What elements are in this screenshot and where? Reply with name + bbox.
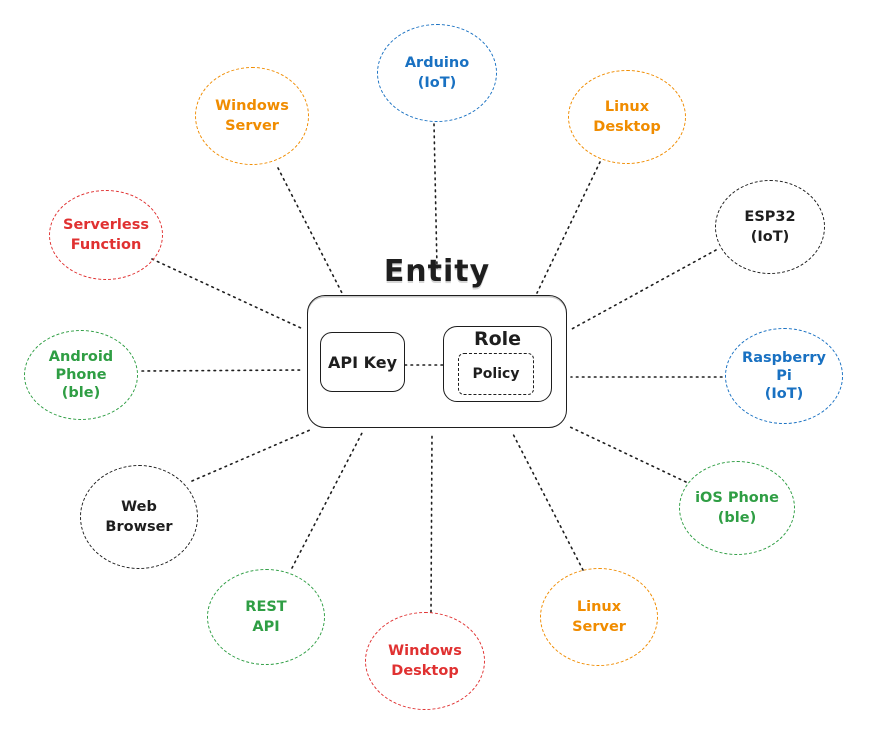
node-raspberry-pi-iot: Raspberry Pi (IoT) (725, 328, 843, 424)
connector-windows-desktop (430, 433, 433, 613)
entity-box (307, 295, 567, 428)
connector-ios-phone (569, 426, 687, 483)
connector-linux-desktop (536, 161, 601, 294)
connector-android-phone (141, 369, 304, 372)
connector-web-browser (191, 429, 311, 482)
connector-serverless-function (151, 258, 304, 330)
entity-title: Entity (383, 254, 491, 289)
node-linux-desktop: Linux Desktop (568, 70, 686, 164)
node-ios-phone-ble: iOS Phone (ble) (679, 461, 795, 555)
connector-rest-api (291, 432, 363, 569)
connector-esp32-iot (569, 249, 717, 331)
node-windows-server: Windows Server (195, 67, 309, 165)
node-rest-api: REST API (207, 569, 325, 665)
node-arduino-iot: Arduino (IoT) (377, 24, 497, 122)
api-key-box: API Key (320, 332, 405, 392)
node-esp32-iot: ESP32 (IoT) (715, 180, 825, 274)
role-label: Role (473, 328, 522, 350)
node-android-phone-ble: Android Phone (ble) (24, 330, 138, 420)
role-box: Role Policy (443, 326, 552, 402)
node-serverless-function: Serverless Function (49, 190, 163, 280)
connector-linux-server (511, 431, 584, 571)
policy-box: Policy (458, 353, 534, 395)
node-web-browser: Web Browser (80, 465, 198, 569)
node-linux-server: Linux Server (540, 568, 658, 666)
node-windows-desktop: Windows Desktop (365, 612, 485, 710)
connector-windows-server (277, 167, 343, 294)
connector-arduino-iot (433, 123, 438, 269)
